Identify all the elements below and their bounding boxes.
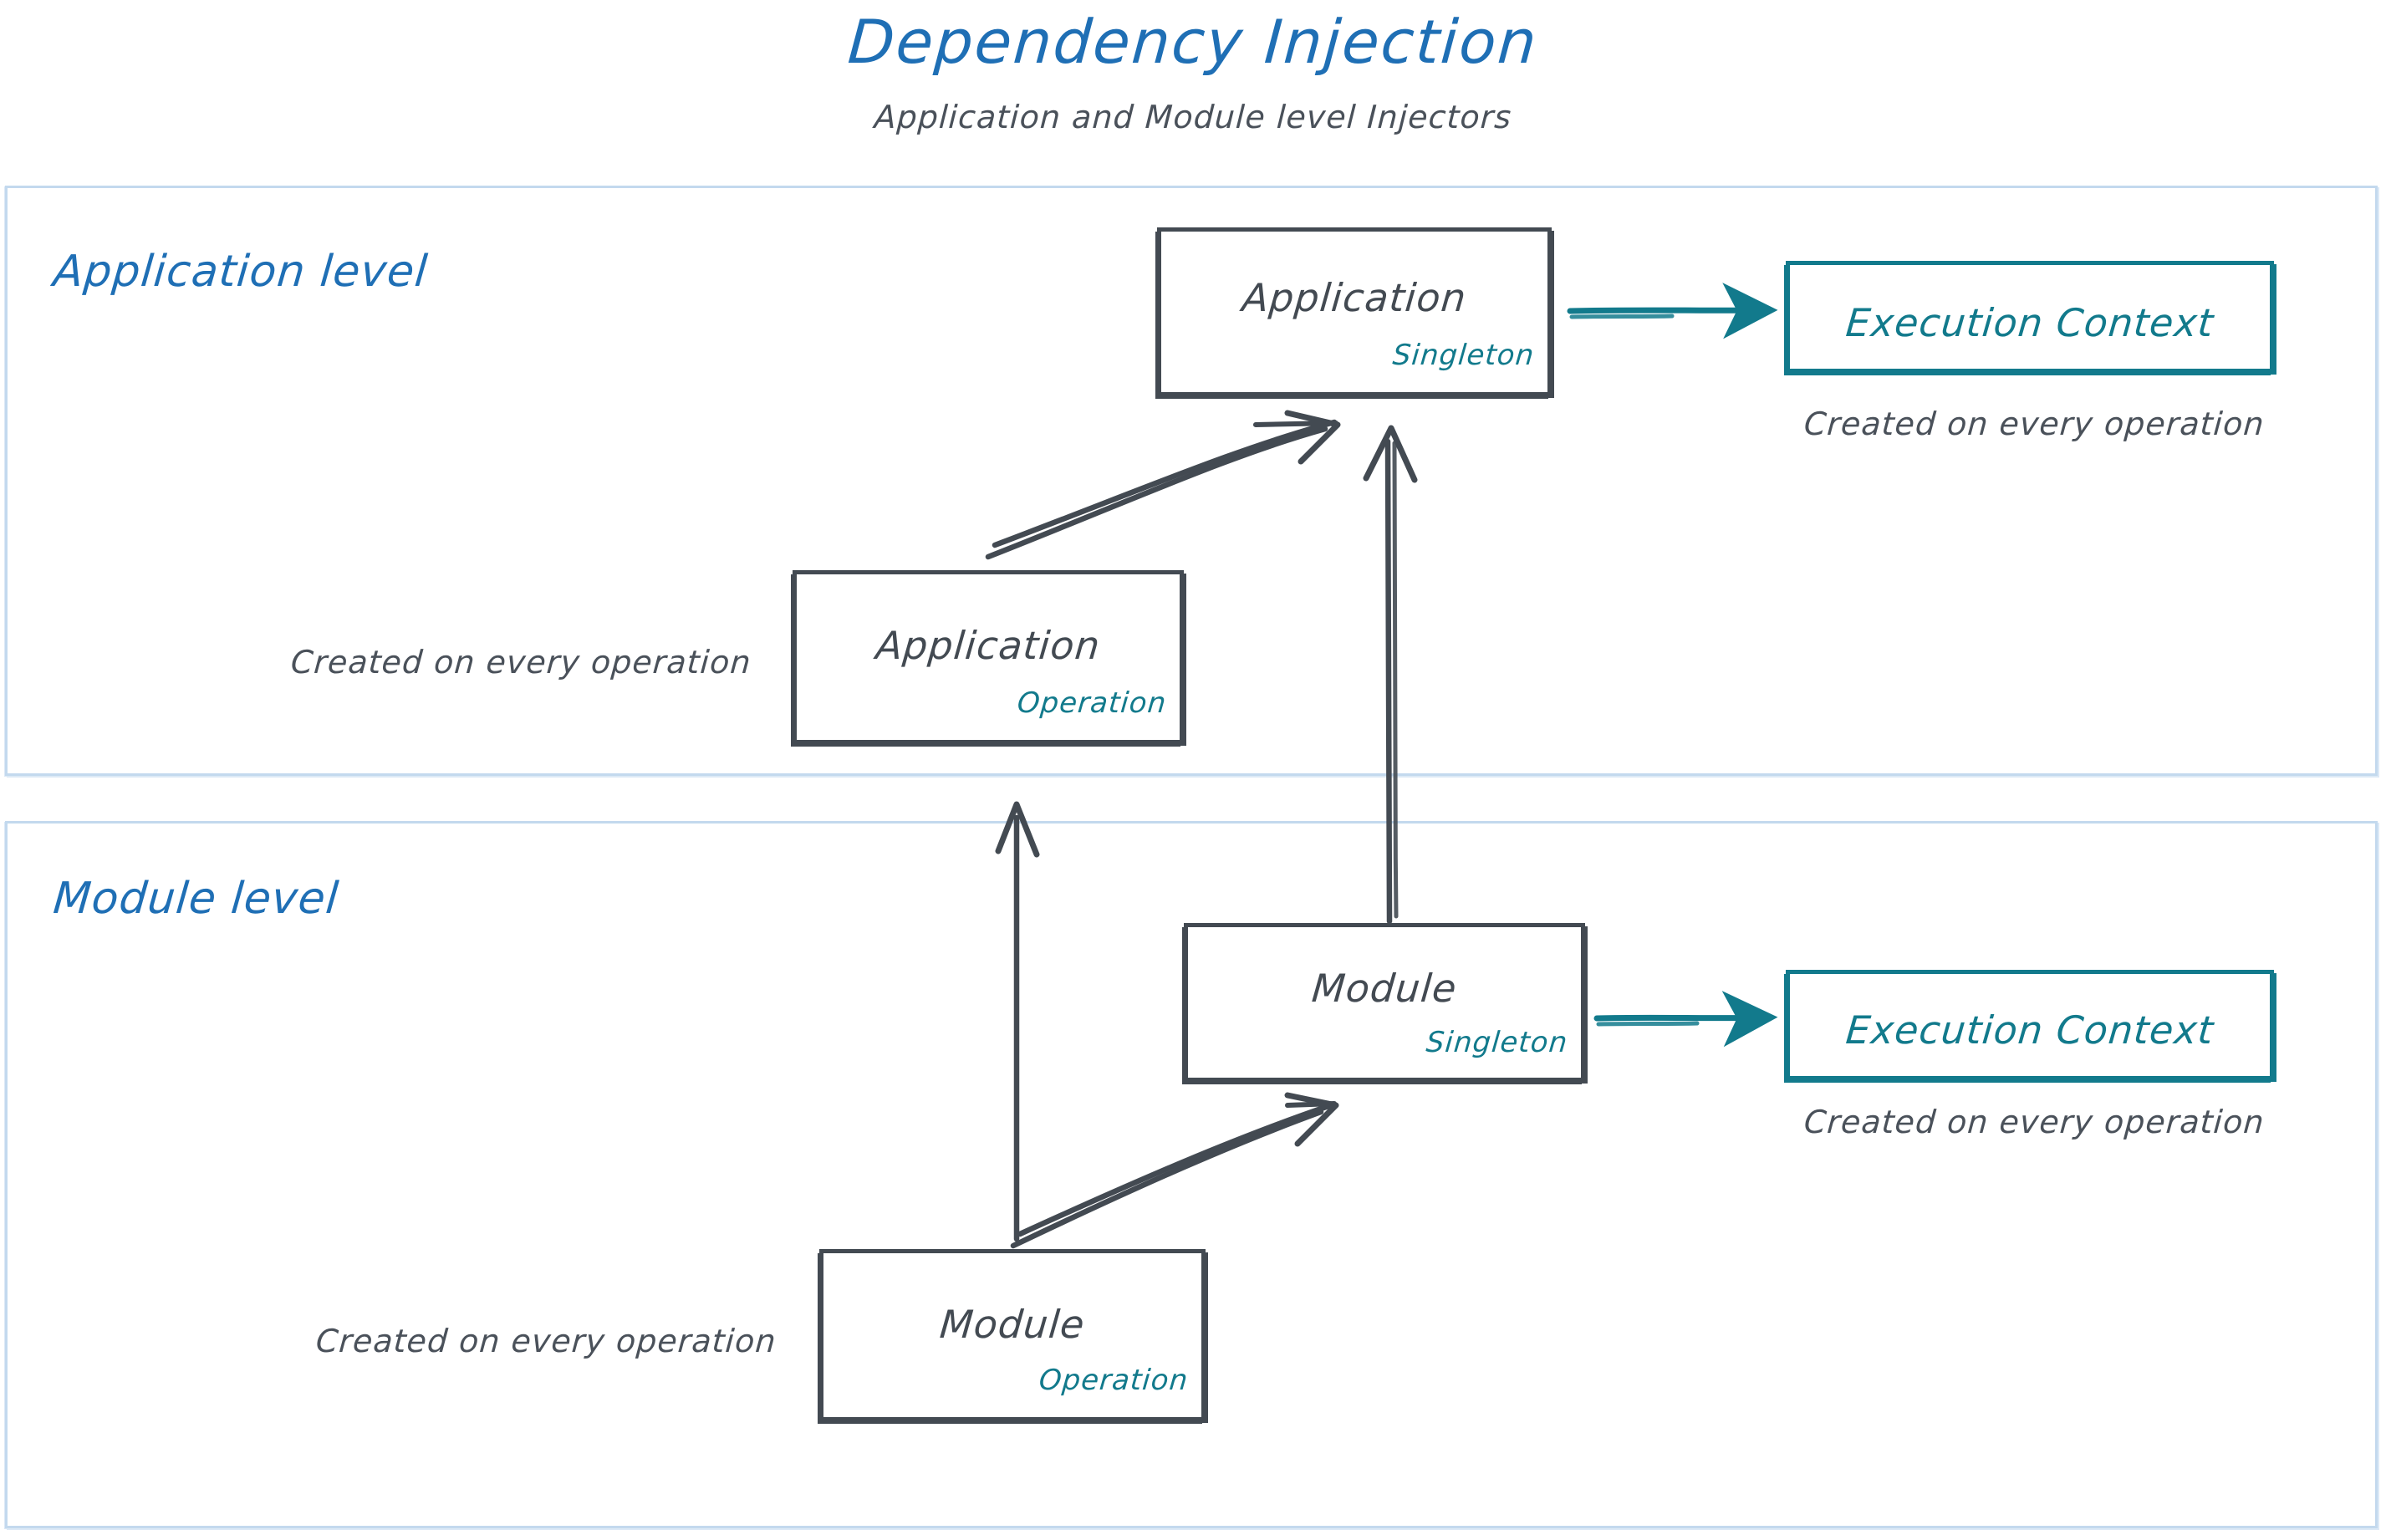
application-level-container: [5, 186, 2378, 776]
node-execution-context-module-label: Execution Context: [1843, 1007, 2216, 1053]
node-module-operation-scope: Operation: [1038, 1364, 1190, 1397]
node-application-singleton-label: Application: [1240, 275, 1469, 320]
note-application-operation: Created on every operation: [289, 644, 753, 681]
module-level-container: [5, 821, 2378, 1528]
node-module-operation-label: Module: [937, 1302, 1088, 1347]
node-application-operation-scope: Operation: [1016, 686, 1168, 720]
node-execution-context-application-label: Execution Context: [1843, 300, 2216, 345]
node-application-operation[interactable]: Application Operation: [793, 570, 1184, 744]
page-subtitle: Application and Module level Injectors: [873, 99, 1513, 135]
page-title: Dependency Injection: [845, 7, 1541, 77]
node-application-singleton[interactable]: Application Singleton: [1157, 227, 1552, 396]
node-module-singleton[interactable]: Module Singleton: [1184, 923, 1585, 1082]
node-module-singleton-scope: Singleton: [1425, 1026, 1569, 1059]
note-execution-context-module: Created on every operation: [1802, 1104, 2266, 1140]
node-application-operation-label: Application: [874, 623, 1103, 668]
note-execution-context-application: Created on every operation: [1802, 405, 2266, 442]
node-module-singleton-label: Module: [1309, 966, 1460, 1011]
node-module-operation[interactable]: Module Operation: [819, 1249, 1206, 1421]
node-execution-context-application[interactable]: Execution Context: [1786, 261, 2274, 373]
application-level-label: Application level: [51, 247, 431, 297]
note-module-operation: Created on every operation: [314, 1323, 778, 1359]
node-application-singleton-scope: Singleton: [1391, 339, 1536, 372]
node-execution-context-module[interactable]: Execution Context: [1786, 970, 2274, 1080]
module-level-label: Module level: [51, 874, 341, 924]
